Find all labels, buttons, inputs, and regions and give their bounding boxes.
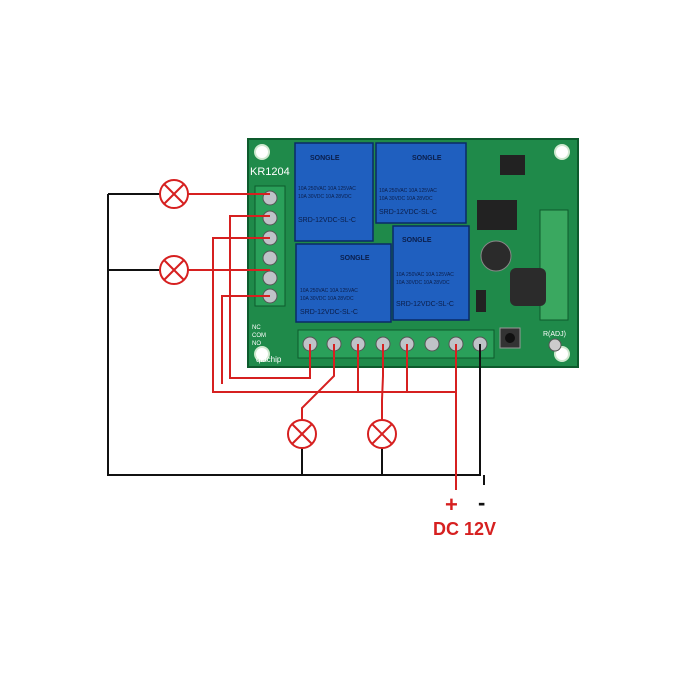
bottom-terminals [302, 336, 488, 352]
capacitor-icon [480, 240, 512, 272]
relay-board: KR1204 qiachip R(ADJ) NC COM NO [247, 138, 579, 368]
button-cap-icon [505, 333, 515, 343]
relay-2: SONGLE 10A 250VAC 10A 125VAC 10A 30VDC 1… [375, 142, 467, 224]
screw-terminal-icon [262, 270, 278, 286]
com-loop-2 [221, 295, 270, 384]
terminal-label-com: COM [252, 333, 266, 339]
relay-1: SONGLE 10A 250VAC 10A 125VAC 10A 30VDC 1… [294, 142, 374, 242]
relay-model: SRD-12VDC-SL-C [396, 301, 454, 308]
relay-ratings: 10A 30VDC 10A 28VDC [396, 280, 450, 286]
negative-main-wire [107, 194, 481, 476]
negative-symbol: - [478, 490, 485, 515]
relay-brand: SONGLE [340, 255, 370, 262]
lamp-2 [159, 255, 189, 285]
relay-model: SRD-12VDC-SL-C [300, 309, 358, 316]
relay-ratings: 10A 250VAC 10A 125VAC [300, 288, 358, 294]
mounting-hole-icon [254, 144, 270, 160]
relay-body [294, 142, 374, 242]
relay-model: SRD-12VDC-SL-C [298, 217, 356, 224]
board-brand-label: qiachip [256, 355, 282, 364]
com-main-loop [212, 237, 457, 393]
positive-symbol: + [445, 492, 458, 517]
mounting-hole-icon [554, 144, 570, 160]
mounting-hole-icon [554, 346, 570, 362]
adj-label: R(ADJ) [543, 331, 566, 338]
relay-ratings: 10A 250VAC 10A 125VAC [396, 272, 454, 278]
lamp-1 [159, 179, 189, 209]
potentiometer-icon [548, 338, 562, 352]
relay-ratings: 10A 30VDC 10A 28VDC [298, 194, 352, 200]
positive-wiring [188, 193, 457, 490]
relay-body [295, 243, 392, 323]
terminal-label-no: NO [252, 341, 261, 347]
lamp-3 [287, 419, 317, 449]
screw-terminal-icon [262, 250, 278, 266]
lamp4-lead [381, 344, 384, 420]
supply-voltage-label: DC 12V [433, 519, 496, 539]
relay-ratings: 10A 250VAC 10A 125VAC [298, 186, 356, 192]
screw-terminal-icon [262, 210, 278, 226]
left-terminals [262, 190, 278, 304]
screw-terminal-icon [424, 336, 440, 352]
lamp-4 [367, 419, 397, 449]
relay-3: SONGLE 10A 250VAC 10A 125VAC 10A 30VDC 1… [295, 243, 392, 323]
relay-ratings: 10A 30VDC 10A 28VDC [300, 296, 354, 302]
antenna-coil-icon [510, 268, 546, 306]
diode-icon [476, 290, 486, 312]
mounting-hole-icon [254, 346, 270, 362]
relay-brand: SONGLE [310, 155, 340, 162]
relay-brand: SONGLE [402, 237, 432, 244]
relay-model: SRD-12VDC-SL-C [379, 209, 437, 216]
lamp3-lead [301, 344, 335, 420]
terminal-label-nc: NC [252, 325, 261, 331]
chip-icon [477, 200, 517, 230]
com-loop-1 [229, 215, 311, 379]
relay-ratings: 10A 30VDC 10A 28VDC [379, 196, 433, 202]
relay-body [392, 225, 470, 321]
relay-brand: SONGLE [412, 155, 442, 162]
relay-body [375, 142, 467, 224]
negative-wiring [107, 193, 485, 485]
relay-4: SONGLE 10A 250VAC 10A 125VAC 10A 30VDC 1… [392, 225, 470, 321]
chip-icon [500, 155, 525, 175]
left-terminal-block [254, 185, 286, 307]
board-model-label: KR1204 [250, 166, 290, 178]
relay-ratings: 10A 250VAC 10A 125VAC [379, 188, 437, 194]
